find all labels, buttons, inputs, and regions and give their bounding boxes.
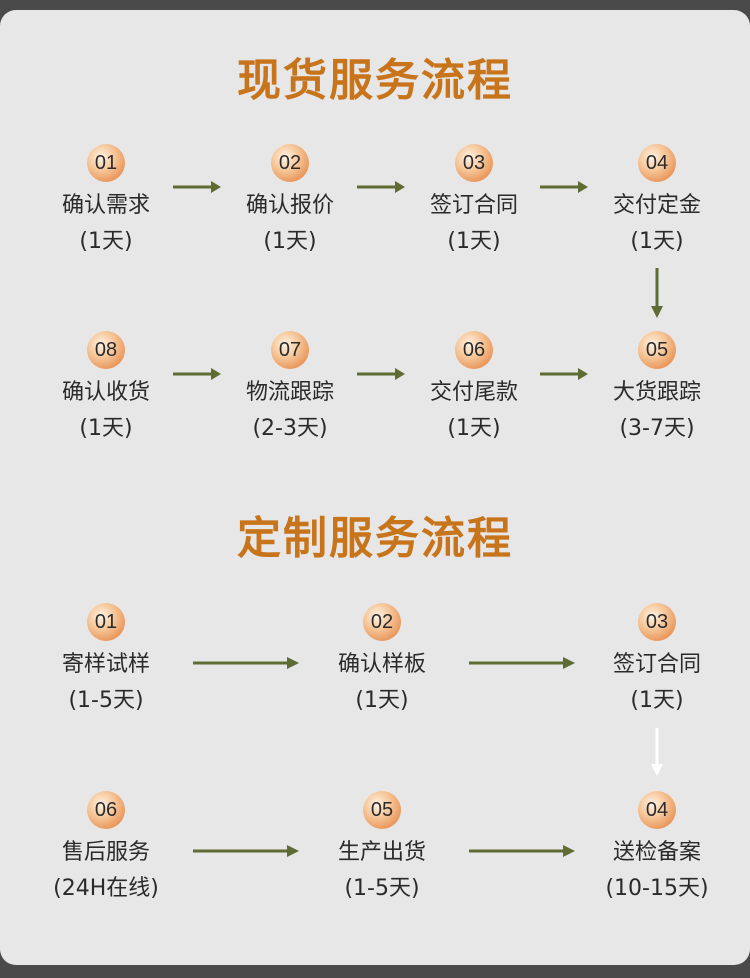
step-name: 售后服务 <box>61 840 150 865</box>
step-duration: (1天) <box>79 416 133 441</box>
step-duration: (1天) <box>355 688 409 713</box>
spot-step-5: 05 大货跟踪 (3-7天) <box>577 331 737 447</box>
step-duration: (24H在线) <box>53 876 159 901</box>
spot-step-6: 06 交付尾款 (1天) <box>394 331 554 447</box>
arrow-down-icon <box>649 728 665 776</box>
step-name: 寄样试样 <box>61 652 150 677</box>
process-card: 现货服务流程 01 确认需求 (1天) 02 确认报价 (1天) 03 签订合同… <box>0 10 750 965</box>
step-duration: (1-5天) <box>344 876 420 901</box>
custom-step-4: 04 送检备案 (10-15天) <box>577 791 737 907</box>
step-duration: (3-7天) <box>619 416 695 441</box>
arrow-right-icon <box>469 843 575 859</box>
step-name: 确认样板 <box>337 652 426 677</box>
step-duration: (2-3天) <box>252 416 328 441</box>
spot-step-8: 08 确认收货 (1天) <box>26 331 186 447</box>
step-name: 签订合同 <box>429 193 518 218</box>
arrow-right-icon <box>173 366 221 382</box>
step-name: 交付定金 <box>612 193 701 218</box>
arrow-right-icon <box>173 179 221 195</box>
step-number-badge: 07 <box>271 331 309 369</box>
step-number-badge: 08 <box>87 331 125 369</box>
custom-process-title: 定制服务流程 <box>237 513 513 564</box>
spot-step-2: 02 确认报价 (1天) <box>210 144 370 260</box>
spot-step-3: 03 签订合同 (1天) <box>394 144 554 260</box>
step-number-badge: 06 <box>87 791 125 829</box>
spot-process-title: 现货服务流程 <box>237 55 513 106</box>
step-number-badge: 04 <box>638 791 676 829</box>
step-duration: (1-5天) <box>68 688 144 713</box>
custom-step-1: 01 寄样试样 (1-5天) <box>26 603 186 719</box>
custom-step-2: 02 确认样板 (1天) <box>302 603 462 719</box>
step-number-badge: 01 <box>87 144 125 182</box>
step-name: 生产出货 <box>337 840 426 865</box>
arrow-right-icon <box>193 655 299 671</box>
step-duration: (1天) <box>79 229 133 254</box>
step-name: 送检备案 <box>612 840 701 865</box>
arrow-right-icon <box>193 843 299 859</box>
custom-step-5: 05 生产出货 (1-5天) <box>302 791 462 907</box>
step-number-badge: 03 <box>638 603 676 641</box>
arrow-right-icon <box>469 655 575 671</box>
arrow-down-icon <box>649 268 665 318</box>
spot-step-7: 07 物流跟踪 (2-3天) <box>210 331 370 447</box>
step-duration: (1天) <box>630 229 684 254</box>
step-duration: (1天) <box>630 688 684 713</box>
step-duration: (1天) <box>447 229 501 254</box>
step-name: 大货跟踪 <box>612 380 701 405</box>
step-name: 物流跟踪 <box>245 380 334 405</box>
spot-step-1: 01 确认需求 (1天) <box>26 144 186 260</box>
custom-step-3: 03 签订合同 (1天) <box>577 603 737 719</box>
step-number-badge: 04 <box>638 144 676 182</box>
arrow-right-icon <box>540 366 588 382</box>
step-number-badge: 03 <box>455 144 493 182</box>
step-name: 确认需求 <box>61 193 150 218</box>
step-number-badge: 06 <box>455 331 493 369</box>
step-number-badge: 05 <box>638 331 676 369</box>
step-duration: (1天) <box>447 416 501 441</box>
step-number-badge: 02 <box>363 603 401 641</box>
step-duration: (1天) <box>263 229 317 254</box>
step-name: 签订合同 <box>612 652 701 677</box>
arrow-right-icon <box>540 179 588 195</box>
step-name: 确认收货 <box>61 380 150 405</box>
spot-step-4: 04 交付定金 (1天) <box>577 144 737 260</box>
arrow-right-icon <box>357 366 405 382</box>
step-number-badge: 01 <box>87 603 125 641</box>
step-name: 交付尾款 <box>429 380 518 405</box>
step-name: 确认报价 <box>245 193 334 218</box>
step-number-badge: 05 <box>363 791 401 829</box>
step-number-badge: 02 <box>271 144 309 182</box>
arrow-right-icon <box>357 179 405 195</box>
step-duration: (10-15天) <box>605 876 709 901</box>
custom-step-6: 06 售后服务 (24H在线) <box>26 791 186 907</box>
